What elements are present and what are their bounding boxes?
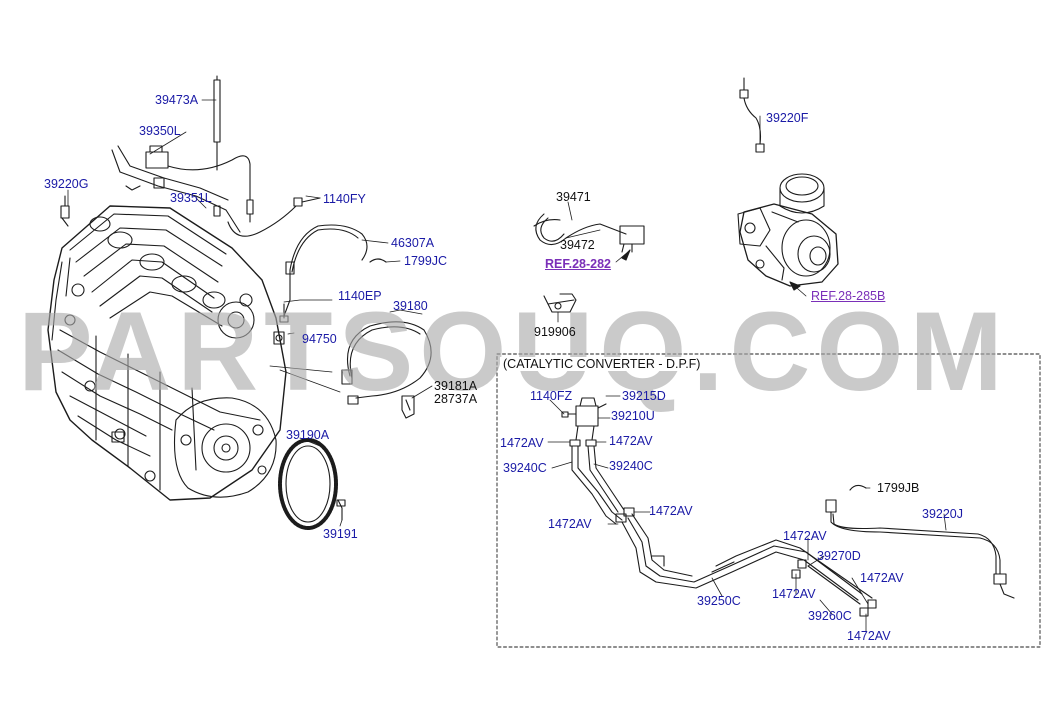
part-label-39220J[interactable]: 39220J xyxy=(922,507,964,521)
reference-link-28-282[interactable]: REF.28-282 xyxy=(545,257,612,271)
part-label-39260C[interactable]: 39260C xyxy=(808,609,852,623)
part-label-39350L[interactable]: 39350L xyxy=(139,124,181,138)
detail-box-title: (CATALYTIC CONVERTER - D.P.F) xyxy=(500,357,704,371)
part-label-39220F[interactable]: 39220F xyxy=(766,111,809,125)
part-label-39270D[interactable]: 39270D xyxy=(817,549,861,563)
part-label-919906[interactable]: 919906 xyxy=(534,325,576,339)
detail-box-border xyxy=(496,353,1041,648)
part-label-39351L[interactable]: 39351L xyxy=(170,191,212,205)
part-label-39471[interactable]: 39471 xyxy=(556,190,591,204)
dpf-sensor-drawing xyxy=(561,397,877,617)
part-label-39250C[interactable]: 39250C xyxy=(697,594,741,608)
part-label-1472AV-1[interactable]: 1472AV xyxy=(500,436,544,450)
turbocharger-drawing xyxy=(737,77,839,287)
part-label-1799JC[interactable]: 1799JC xyxy=(404,254,448,268)
part-label-1140EP[interactable]: 1140EP xyxy=(338,289,382,303)
part-label-1799JB[interactable]: 1799JB xyxy=(877,481,920,495)
part-label-1472AV-3[interactable]: 1472AV xyxy=(548,517,592,531)
sensor-harness-drawing xyxy=(111,75,321,237)
ring-gear-drawing xyxy=(278,438,346,530)
part-label-39472[interactable]: 39472 xyxy=(560,238,595,252)
part-label-46307A[interactable]: 46307A xyxy=(391,236,435,250)
part-label-39181A[interactable]: 39181A xyxy=(434,379,478,393)
part-label-1472AV-8[interactable]: 1472AV xyxy=(847,629,891,643)
part-label-1472AV-7[interactable]: 1472AV xyxy=(772,587,816,601)
watermark-text: PARTSOUQ.COM xyxy=(18,289,1009,414)
part-label-39210U[interactable]: 39210U xyxy=(611,409,655,423)
egr-pipe-drawing xyxy=(533,213,645,253)
part-label-28737A[interactable]: 28737A xyxy=(434,392,478,406)
part-label-39215D[interactable]: 39215D xyxy=(622,389,666,403)
ref-arrows xyxy=(621,249,801,291)
part-label-1472AV-4[interactable]: 1472AV xyxy=(649,504,693,518)
part-label-1472AV-2[interactable]: 1472AV xyxy=(609,434,653,448)
part-label-1472AV-5[interactable]: 1472AV xyxy=(783,529,827,543)
part-label-39240C-2[interactable]: 39240C xyxy=(609,459,653,473)
engine-block-drawing xyxy=(47,195,287,501)
temperature-sensor-drawing xyxy=(825,484,1015,599)
part-label-94750[interactable]: 94750 xyxy=(302,332,337,346)
part-label-39240C-1[interactable]: 39240C xyxy=(503,461,547,475)
part-label-1140FY[interactable]: 1140FY xyxy=(323,192,366,206)
bracket-919906-drawing xyxy=(543,293,577,313)
reference-link-28-285B[interactable]: REF.28-285B xyxy=(811,289,886,303)
part-label-39473A[interactable]: 39473A xyxy=(155,93,199,107)
part-label-1140FZ[interactable]: 1140FZ xyxy=(530,389,573,403)
part-label-39190A[interactable]: 39190A xyxy=(286,428,330,442)
part-label-39220G[interactable]: 39220G xyxy=(44,177,89,191)
part-label-39180[interactable]: 39180 xyxy=(393,299,428,313)
part-label-39191[interactable]: 39191 xyxy=(323,527,358,541)
speed-sensor-drawing xyxy=(273,224,432,419)
part-label-1472AV-6[interactable]: 1472AV xyxy=(860,571,904,585)
